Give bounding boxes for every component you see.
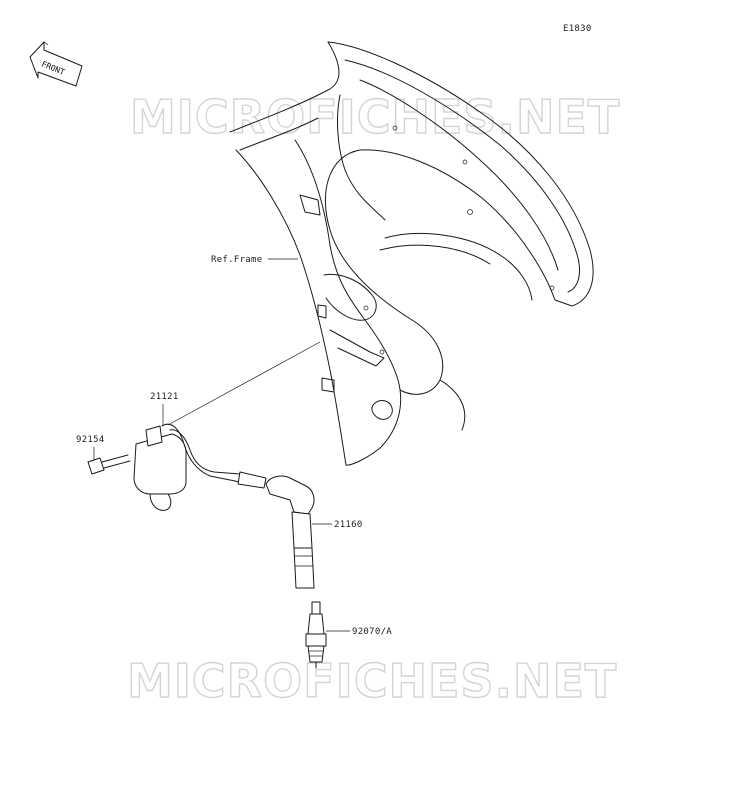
watermark-top: MICROFICHES.NET	[130, 90, 620, 144]
ignition-coil	[133, 423, 267, 511]
front-arrow-icon: FRONT	[29, 41, 83, 87]
diagram-code: E1830	[563, 24, 592, 34]
coil-label: 21121	[150, 392, 179, 402]
watermark-bottom: MICROFICHES.NET	[127, 654, 617, 708]
plug-label: 92070/A	[352, 627, 392, 637]
frame-drawing	[229, 41, 594, 466]
spark-plug	[305, 601, 327, 669]
bolt	[87, 454, 131, 475]
cap-label: 21160	[334, 520, 363, 530]
bolt-label: 92154	[76, 435, 105, 445]
ref-frame-label: Ref.Frame	[211, 255, 262, 265]
spark-plug-cap	[265, 475, 315, 589]
coil-mount-leader	[167, 341, 321, 426]
